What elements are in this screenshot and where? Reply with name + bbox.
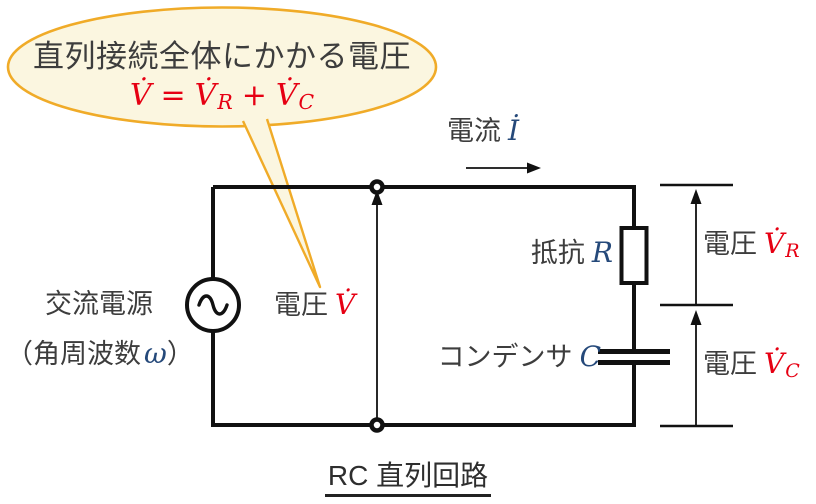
- junction-node-top: [369, 179, 385, 195]
- omega-symbol: ω: [144, 337, 167, 370]
- vc-arrowhead-icon: [690, 310, 702, 325]
- voltage-symbol: V̇: [335, 288, 356, 321]
- source-label-open: （角周波数: [6, 339, 141, 369]
- formula-vc-sub: C: [298, 90, 315, 115]
- current-arrowhead-icon: [527, 162, 541, 174]
- voltage-c-label-text: 電圧: [703, 349, 757, 379]
- voltage-label-text: 電圧: [274, 290, 328, 320]
- voltage-arrowhead-icon: [371, 190, 383, 205]
- current-symbol: İ: [508, 114, 520, 147]
- voltage-c-symbol-v: V̇: [764, 347, 785, 380]
- capacitor-symbol-label: C: [579, 340, 601, 373]
- capacitor-label-text: コンデンサ: [437, 342, 573, 372]
- callout-tail: [241, 118, 322, 289]
- source-label-line1: 交流電源: [45, 289, 153, 319]
- diagram-title: RC 直列回路: [324, 461, 492, 497]
- voltage-c-symbol-sub: C: [785, 360, 800, 383]
- resistor-symbol-label: R: [591, 236, 613, 269]
- resistor-label-text: 抵抗: [530, 238, 585, 268]
- voltage-c-symbol: V̇C: [764, 347, 800, 383]
- voltage-r-symbol-v: V̇: [764, 227, 785, 260]
- formula-plus: +: [241, 78, 267, 113]
- formula-vc: V̇: [275, 78, 298, 113]
- formula-v: V̇: [129, 78, 152, 113]
- wire-top-right: [213, 185, 636, 351]
- formula-equals: =: [160, 78, 186, 113]
- current-label-text: 電流: [447, 116, 501, 146]
- resistor-symbol: [619, 226, 649, 285]
- junction-node-bottom: [369, 417, 385, 433]
- formula-vr: V̇: [194, 78, 217, 113]
- callout-caption: 直列接続全体にかかる電圧: [33, 39, 411, 74]
- voltage-r-label-text: 電圧: [703, 229, 757, 259]
- vr-arrowhead-icon: [690, 189, 702, 204]
- source-label-close: ）: [166, 339, 194, 369]
- callout-bubble: [6, 6, 438, 128]
- wire-bottom-left: [211, 331, 636, 427]
- voltage-r-symbol: V̇R: [764, 227, 800, 263]
- formula-vr-sub: R: [217, 90, 233, 115]
- voltage-r-symbol-sub: R: [785, 240, 800, 263]
- callout-formula: V̇=V̇R+V̇C: [18, 79, 426, 119]
- sine-wave-icon: [197, 294, 229, 316]
